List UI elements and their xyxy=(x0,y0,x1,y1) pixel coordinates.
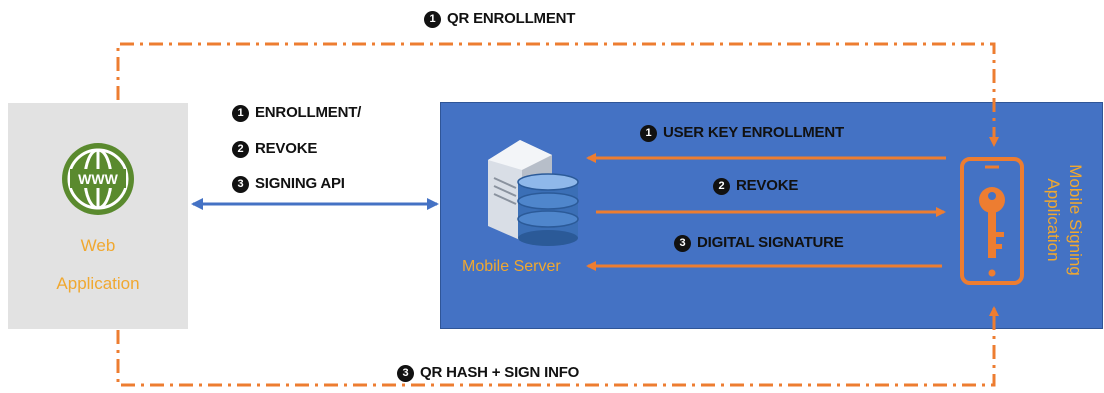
label-text: QR HASH + SIGN INFO xyxy=(420,364,580,381)
globe-icon: WWW xyxy=(62,143,134,215)
label-text: SIGNING API xyxy=(255,175,345,192)
step-number: 1 xyxy=(424,11,441,28)
digital-signature-label: 3 DIGITAL SIGNATURE xyxy=(674,234,844,252)
api-enrollment-label: 1 ENROLLMENT/ xyxy=(232,104,361,122)
label-text: USER KEY ENROLLMENT xyxy=(663,124,844,141)
step-number: 2 xyxy=(232,141,249,158)
label-text: ENROLLMENT/ xyxy=(255,104,362,121)
step-number: 3 xyxy=(674,235,691,252)
qr-enrollment-path xyxy=(116,42,999,147)
globe-text: WWW xyxy=(78,171,118,187)
server-database-icon xyxy=(488,140,579,246)
label-text: REVOKE xyxy=(736,177,799,194)
label-text: REVOKE xyxy=(255,140,318,157)
api-signing-label: 3 SIGNING API xyxy=(232,175,345,193)
qr-hash-path xyxy=(116,306,999,387)
web-application-panel xyxy=(8,103,188,329)
step-number: 3 xyxy=(397,365,414,382)
revoke-label: 2 REVOKE xyxy=(713,177,798,195)
web-app-label-line1: Web xyxy=(80,236,116,255)
qr-hash-label: 3 QR HASH + SIGN INFO xyxy=(397,364,579,382)
phone-key-icon xyxy=(960,157,1024,285)
user-key-enrollment-label: 1 USER KEY ENROLLMENT xyxy=(640,124,844,142)
mobile-signing-label-line2: Application xyxy=(1044,178,1063,262)
web-app-label-line2: Application xyxy=(56,274,140,293)
step-number: 1 xyxy=(232,105,249,122)
api-revoke-label: 2 REVOKE xyxy=(232,140,317,158)
qr-enrollment-label: 1 QR ENROLLMENT xyxy=(424,10,575,28)
step-number: 2 xyxy=(713,178,730,195)
mobile-server-label: Mobile Server xyxy=(462,258,561,275)
label-text: DIGITAL SIGNATURE xyxy=(697,234,844,251)
mobile-signing-app-label: Mobile Signing Application xyxy=(1042,164,1086,276)
label-text: QR ENROLLMENT xyxy=(447,10,576,27)
mobile-signing-label-line1: Mobile Signing xyxy=(1066,164,1085,276)
step-number: 1 xyxy=(640,125,657,142)
step-number: 3 xyxy=(232,176,249,193)
